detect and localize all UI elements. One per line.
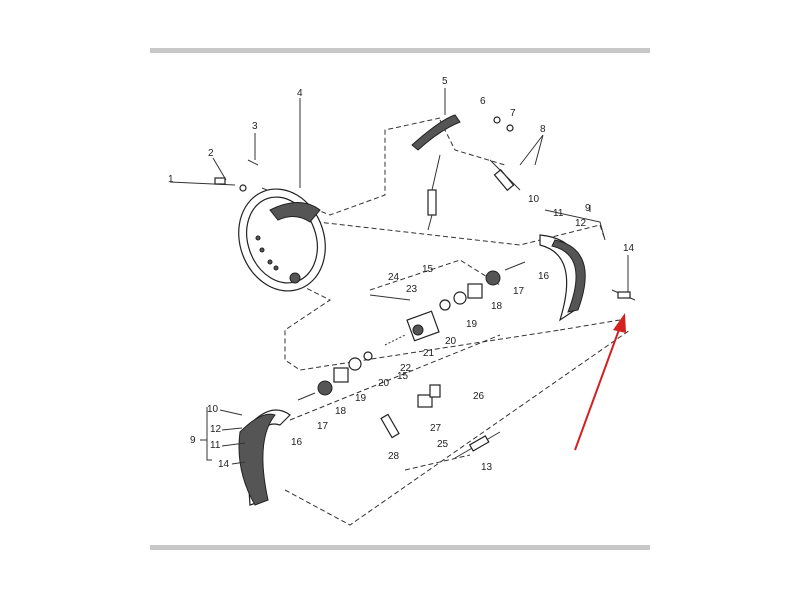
- label-19: 19: [466, 319, 478, 330]
- wheel-cylinder-parts: [297, 261, 526, 401]
- assembly-lines: [261, 117, 631, 526]
- label-23: 23: [406, 284, 418, 295]
- leader-lines: [200, 205, 629, 465]
- label-15-lower: 15: [397, 371, 409, 382]
- label-28: 28: [388, 451, 400, 462]
- label-3: 3: [252, 121, 258, 132]
- top-border-bar: [150, 48, 650, 53]
- label-7: 7: [510, 108, 516, 119]
- label-6: 6: [480, 96, 486, 107]
- label-9: 9: [585, 203, 591, 214]
- lever-and-springs: [411, 88, 544, 231]
- bottom-border-bar: [150, 545, 650, 550]
- label-18-lower: 18: [335, 406, 347, 417]
- label-22: 22: [400, 363, 412, 374]
- label-17: 17: [513, 286, 525, 297]
- label-9-lower: 9: [190, 435, 196, 446]
- label-8: 8: [540, 124, 546, 135]
- red-arrow-icon: [574, 313, 626, 451]
- label-20-lower: 20: [378, 378, 390, 389]
- label-4: 4: [297, 88, 303, 99]
- label-12: 12: [575, 218, 587, 229]
- adjuster-parts: [380, 384, 501, 459]
- label-11: 11: [553, 208, 564, 219]
- label-10: 10: [528, 194, 540, 205]
- label-16-lower: 16: [291, 437, 303, 448]
- brake-shoe-left: [238, 409, 291, 506]
- label-5: 5: [442, 76, 448, 87]
- label-25: 25: [437, 439, 449, 450]
- label-24: 24: [388, 272, 400, 283]
- small-parts-top: [169, 98, 301, 192]
- label-13: 13: [481, 462, 493, 473]
- label-17-lower: 17: [317, 421, 329, 432]
- label-27: 27: [430, 423, 442, 434]
- label-10-lower: 10: [207, 404, 219, 415]
- label-19-lower: 19: [355, 393, 367, 404]
- label-1: 1: [168, 174, 174, 185]
- label-16: 16: [538, 271, 550, 282]
- label-26: 26: [473, 391, 485, 402]
- brake-shoe-right: [539, 234, 636, 322]
- label-14-lower: 14: [218, 459, 230, 470]
- label-18: 18: [491, 301, 503, 312]
- label-21: 21: [423, 348, 435, 359]
- label-12-lower: 12: [210, 424, 222, 435]
- backing-plate: [238, 188, 326, 292]
- part-labels: 1 2 3 4 5 6 7 8 9 10 11 12 14 24 15 23 1…: [168, 76, 635, 473]
- label-2: 2: [208, 148, 214, 159]
- label-11-lower: 11: [210, 440, 221, 451]
- label-15: 15: [422, 264, 434, 275]
- label-14: 14: [623, 243, 635, 254]
- label-20: 20: [445, 336, 457, 347]
